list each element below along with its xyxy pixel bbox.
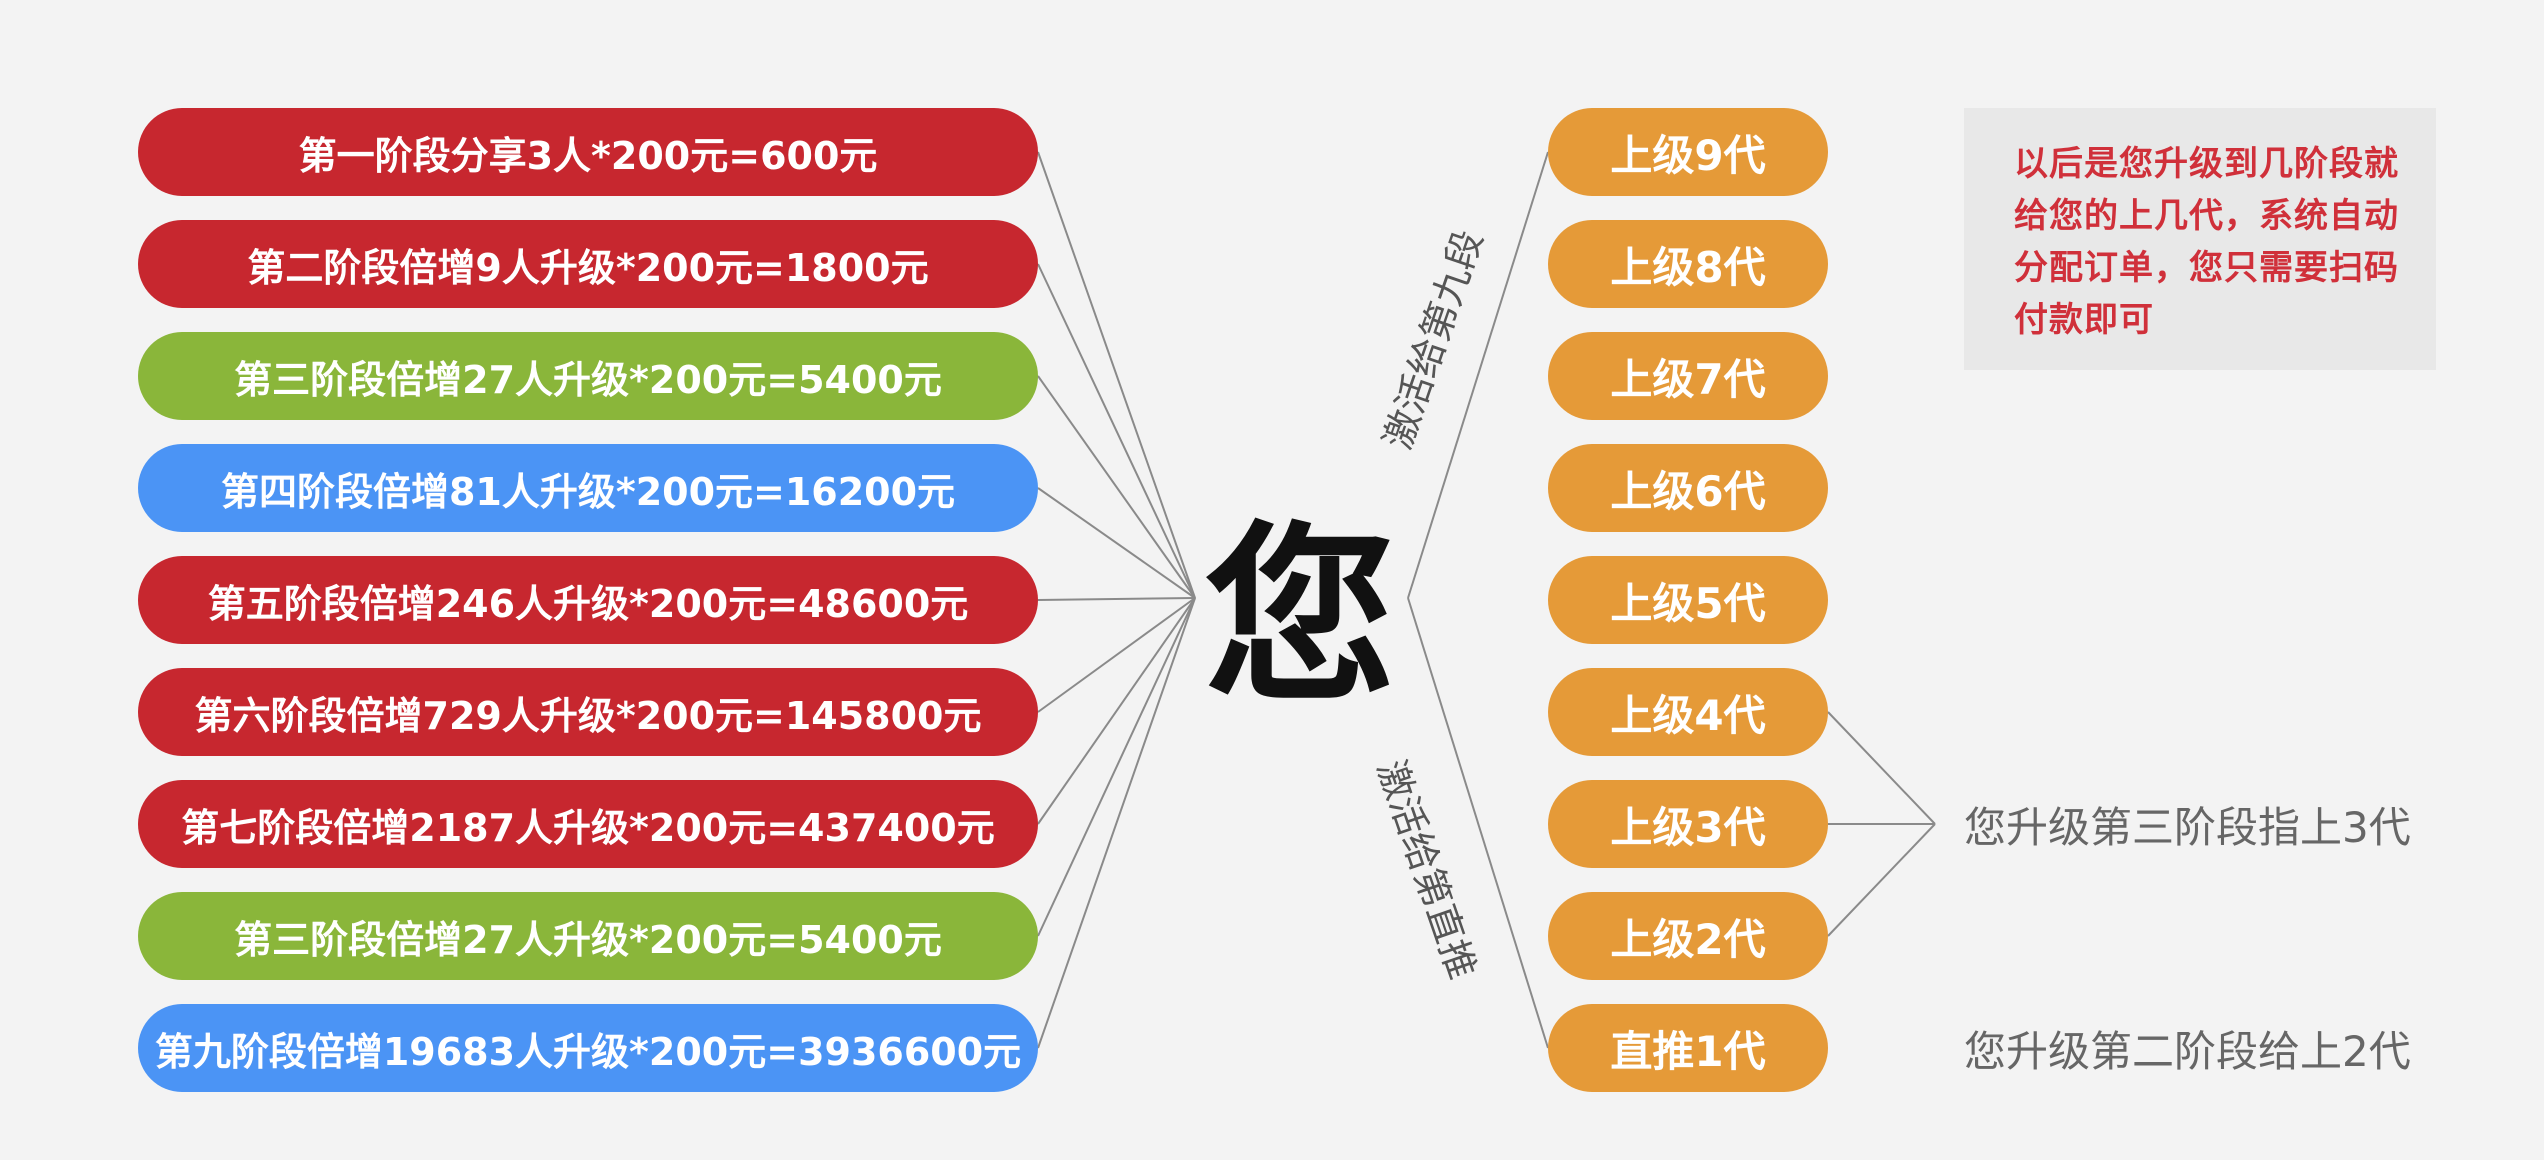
generation-pill: 上级5代: [1548, 556, 1828, 644]
note-third-stage: 您升级第三阶段指上3代: [1964, 802, 2411, 852]
stage-pill: 第二阶段倍增9人升级*200元=1800元: [138, 220, 1038, 308]
info-box: 以后是您升级到几阶段就给您的上几代，系统自动分配订单，您只需要扫码付款即可: [1964, 108, 2436, 370]
branch-line-lower: [1407, 597, 1549, 1049]
stage-pill: 第六阶段倍增729人升级*200元=145800元: [138, 668, 1038, 756]
stage-pill: 第四阶段倍增81人升级*200元=16200元: [138, 444, 1038, 532]
note-second-stage: 您升级第二阶段给上2代: [1964, 1026, 2411, 1076]
branch-line-upper: [1407, 151, 1549, 599]
stage-pill: 第一阶段分享3人*200元=600元: [138, 108, 1038, 196]
generation-pill: 上级9代: [1548, 108, 1828, 196]
info-box-text: 以后是您升级到几阶段就给您的上几代，系统自动分配订单，您只需要扫码付款即可: [2014, 144, 2399, 340]
generation-pill: 上级7代: [1548, 332, 1828, 420]
stage-pill: 第五阶段倍增246人升级*200元=48600元: [138, 556, 1038, 644]
generation-pill: 直推1代: [1548, 1004, 1828, 1092]
generation-pill: 上级2代: [1548, 892, 1828, 980]
generation-pill: 上级6代: [1548, 444, 1828, 532]
generation-pill: 上级4代: [1548, 668, 1828, 756]
stage-connector-line: [1037, 151, 1196, 599]
generation-pill: 上级3代: [1548, 780, 1828, 868]
stage-connector-line: [1037, 487, 1196, 599]
stage-connector-line: [1037, 597, 1196, 713]
stage-connector-line: [1037, 263, 1196, 599]
bracket-line: [1827, 823, 1936, 937]
generation-pill: 上级8代: [1548, 220, 1828, 308]
stage-connector-line: [1037, 597, 1196, 1049]
stage-connector-line: [1037, 597, 1196, 937]
stage-pill: 第三阶段倍增27人升级*200元=5400元: [138, 332, 1038, 420]
stage-connector-line: [1037, 375, 1196, 599]
bracket-line: [1827, 711, 1936, 825]
stage-pill: 第七阶段倍增2187人升级*200元=437400元: [138, 780, 1038, 868]
stage-pill: 第九阶段倍增19683人升级*200元=3936600元: [138, 1004, 1038, 1092]
stage-connector-line: [1037, 597, 1196, 825]
stage-connector-line: [1037, 597, 1196, 601]
stage-pill: 第三阶段倍增27人升级*200元=5400元: [138, 892, 1038, 980]
center-you-label: 您: [1204, 506, 1396, 729]
